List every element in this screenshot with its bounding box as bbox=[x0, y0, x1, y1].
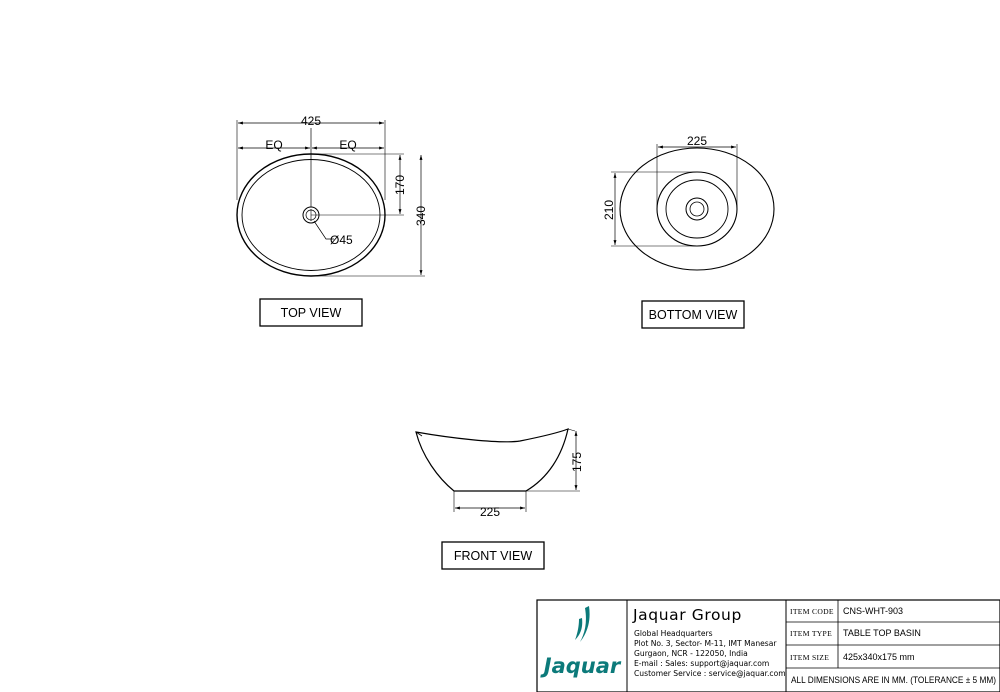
item-type-label: ITEM TYPE bbox=[790, 629, 832, 638]
item-size-value: 425x340x175 mm bbox=[843, 652, 915, 662]
front-view bbox=[415, 428, 580, 512]
bottom-view-label-box bbox=[641, 300, 745, 329]
top-view-label-box bbox=[259, 298, 363, 327]
dim-top-hole: Ø45 bbox=[330, 233, 353, 247]
dimension-note: ALL DIMENSIONS ARE IN MM. (TOLERANCE ± 5… bbox=[791, 675, 996, 685]
dim-top-depth: 340 bbox=[414, 206, 428, 226]
bottom-view bbox=[611, 144, 775, 271]
item-code-label: ITEM CODE bbox=[790, 607, 834, 616]
front-view-label-box bbox=[441, 541, 545, 570]
logo-swirl-icon bbox=[580, 606, 590, 642]
dim-bottom-foot-depth: 210 bbox=[602, 200, 616, 220]
address-line-3: Gurgaon, NCR - 122050, India bbox=[634, 649, 748, 658]
basin-outline bbox=[619, 147, 775, 271]
logo-wordmark: Jaquar bbox=[540, 654, 622, 678]
basin-profile bbox=[415, 428, 569, 492]
bottom-view-label: BOTTOM VIEW bbox=[649, 308, 738, 322]
dim-front-height: 175 bbox=[570, 452, 584, 472]
title-block bbox=[536, 599, 1000, 692]
item-code-value: CNS-WHT-903 bbox=[843, 606, 903, 616]
address-line-1: Global Headquarters bbox=[634, 629, 713, 638]
dim-top-eq-right: EQ bbox=[339, 138, 356, 152]
address-line-4: E-mail : Sales: support@jaquar.com bbox=[634, 659, 769, 668]
jaquar-logo: Jaquar bbox=[540, 606, 622, 678]
bottom-drain-outer bbox=[685, 197, 709, 221]
dim-top-eq-left: EQ bbox=[265, 138, 282, 152]
group-name: Jaquar Group bbox=[632, 606, 742, 624]
address-line-2: Plot No. 3, Sector- M-11, IMT Manesar bbox=[634, 639, 777, 648]
item-size-label: ITEM SIZE bbox=[790, 653, 829, 662]
dim-bottom-foot-width: 225 bbox=[687, 134, 707, 148]
front-view-label: FRONT VIEW bbox=[454, 549, 532, 563]
dim-top-half-depth: 170 bbox=[393, 175, 407, 195]
foot-ring-outer bbox=[656, 171, 738, 247]
top-view-label: TOP VIEW bbox=[281, 306, 342, 320]
bottom-drain-inner bbox=[689, 201, 705, 217]
item-type-value: TABLE TOP BASIN bbox=[843, 628, 921, 638]
top-view bbox=[236, 120, 425, 277]
dim-front-base: 225 bbox=[480, 505, 500, 519]
basin-rim-front bbox=[415, 431, 423, 437]
dim-top-width: 425 bbox=[301, 114, 321, 128]
hole-leader bbox=[313, 220, 334, 240]
address-line-5: Customer Service : service@jaquar.com bbox=[634, 669, 786, 678]
foot-ring-inner bbox=[665, 179, 729, 239]
